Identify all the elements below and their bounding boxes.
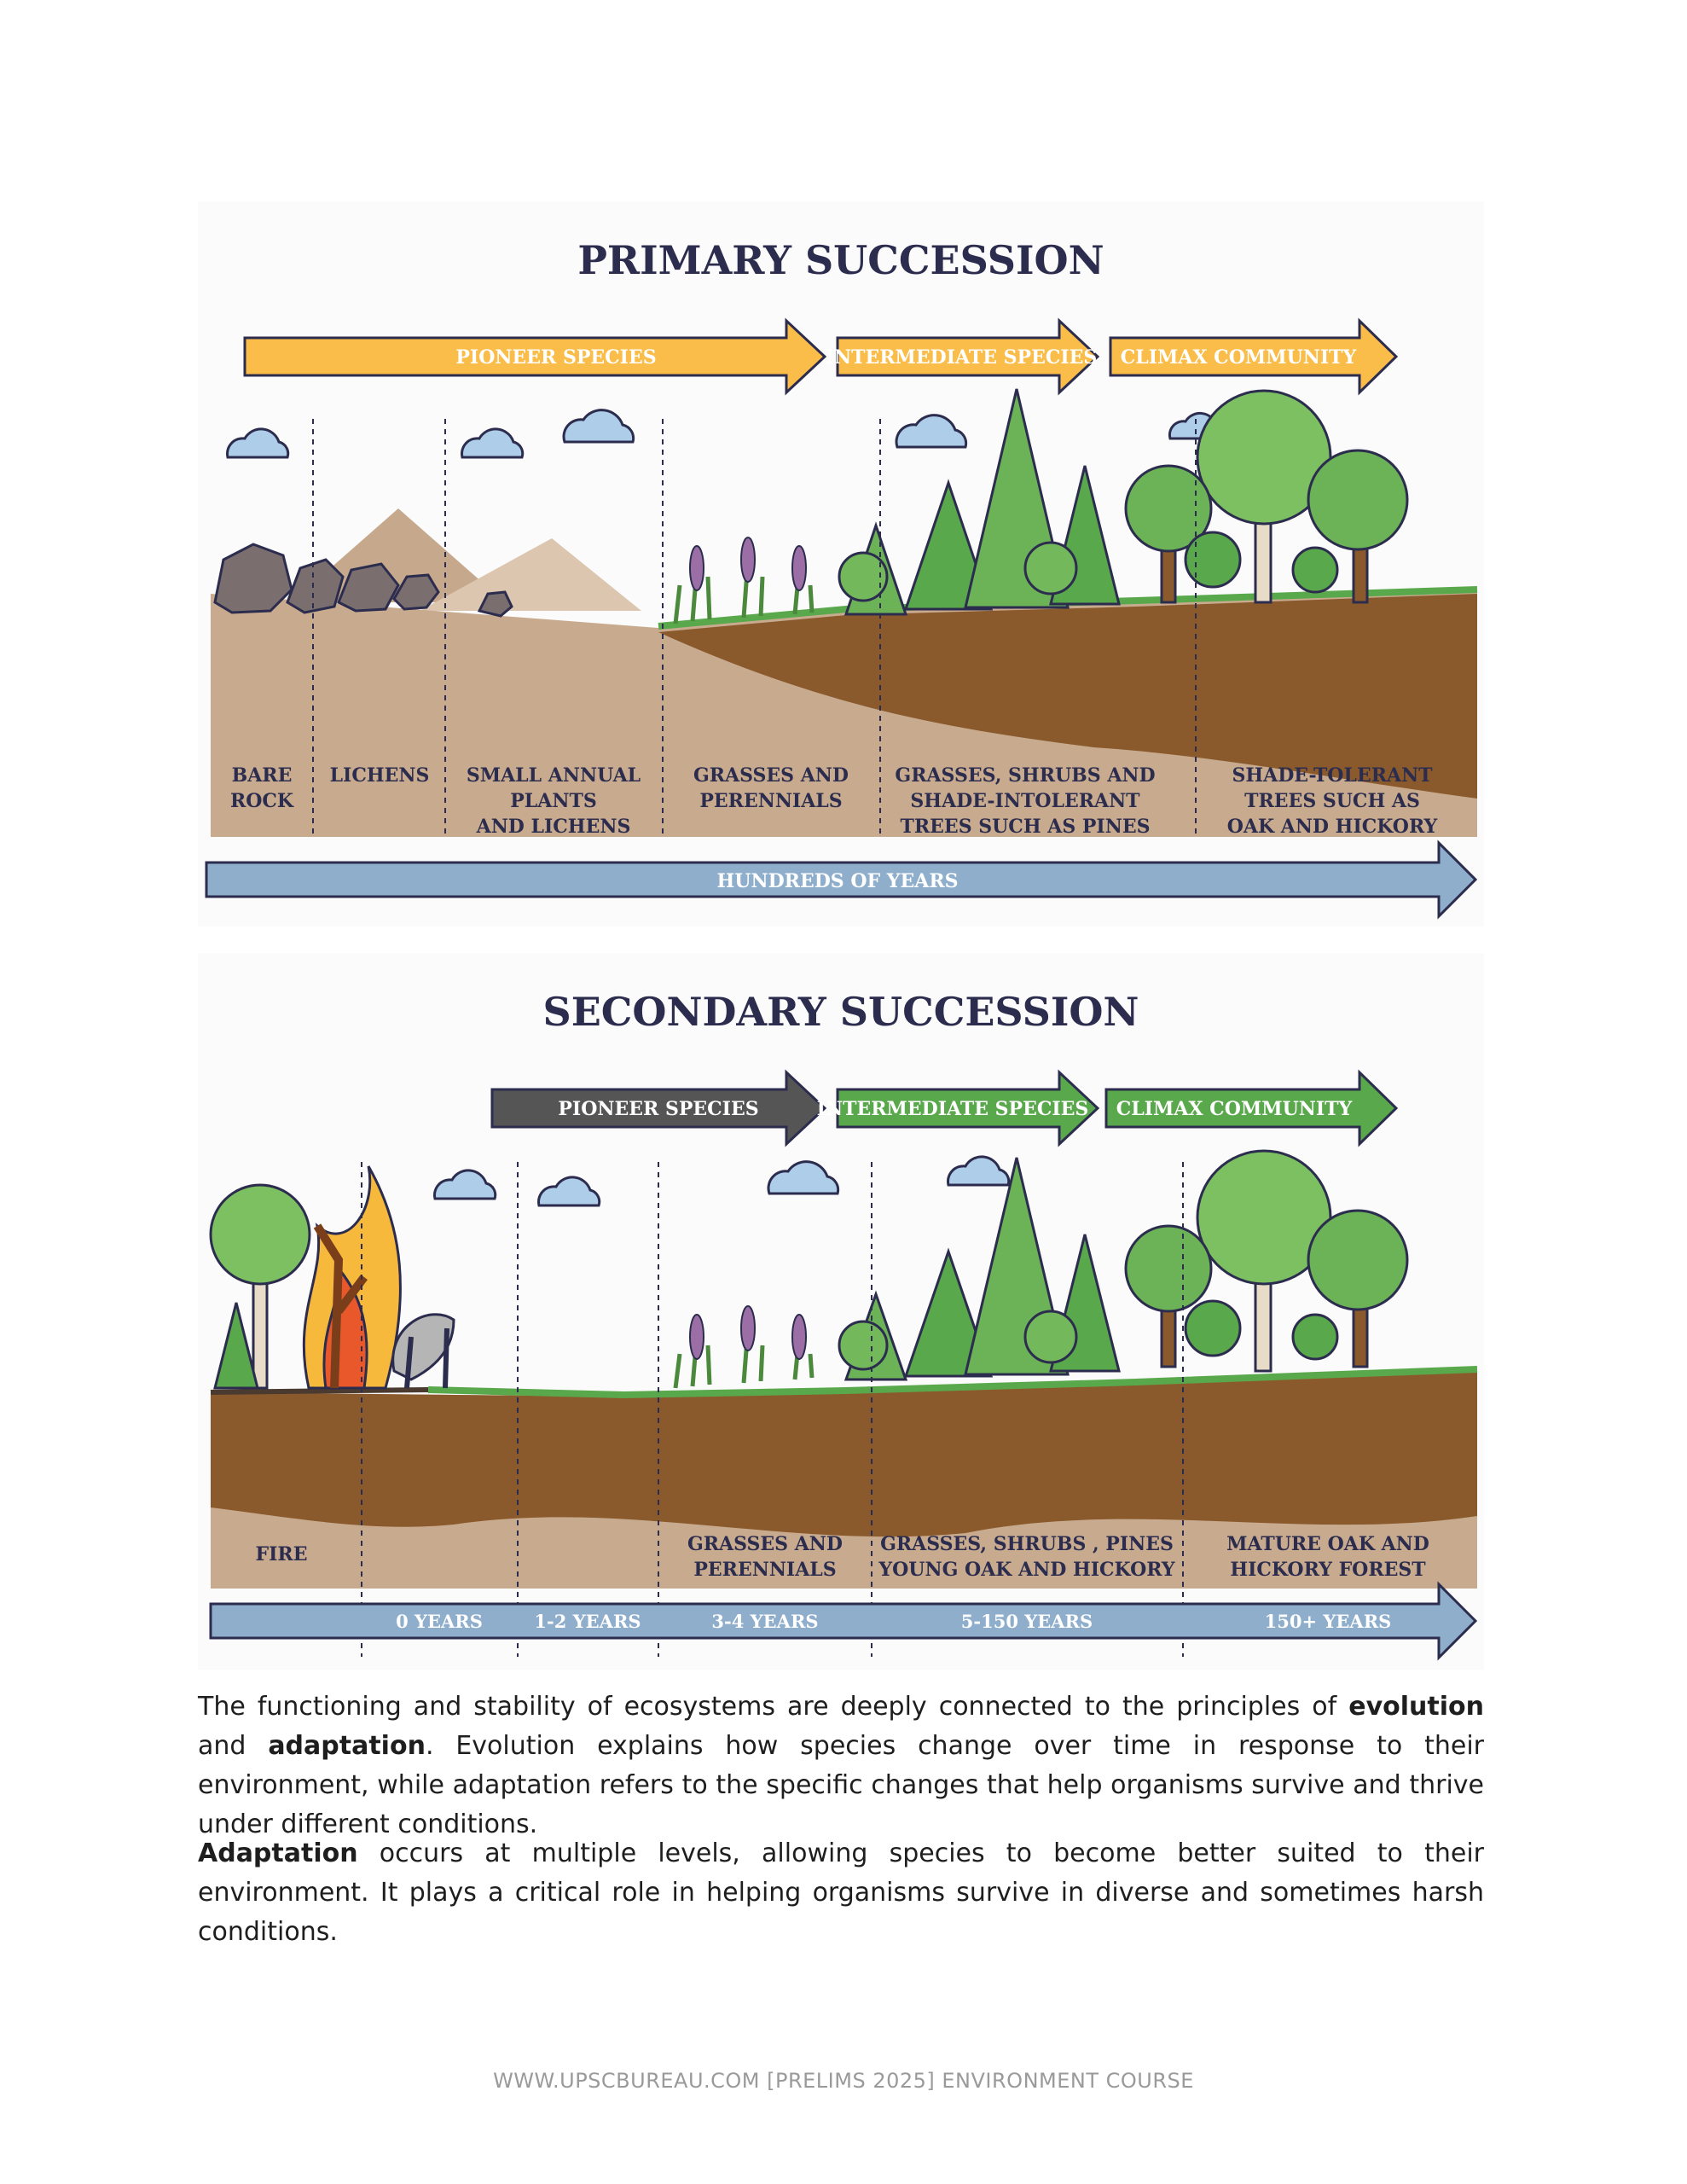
mountain <box>292 508 505 602</box>
bold-term: evolution <box>1348 1692 1484 1722</box>
svg-text:PIONEER SPECIES: PIONEER SPECIES <box>455 346 656 369</box>
timeline-label: 0 YEARS <box>396 1611 483 1632</box>
secondary-banner-climax: CLIMAX COMMUNITY <box>1104 1069 1399 1147</box>
text-run: . Evolution explains how species change … <box>198 1731 1484 1839</box>
burning-forest <box>209 1165 455 1390</box>
primary-banner-climax: CLIMAX COMMUNITY <box>1109 317 1399 396</box>
timeline-label: 3-4 YEARS <box>711 1611 818 1632</box>
timeline-label: 5-150 YEARS <box>961 1611 1093 1632</box>
stage-dividers <box>312 419 1197 837</box>
svg-text:CLIMAX COMMUNITY: CLIMAX COMMUNITY <box>1121 346 1357 369</box>
primary-clouds <box>226 409 1226 459</box>
grasses-perennials <box>673 537 815 624</box>
secondary-banner-pioneer: PIONEER SPECIES <box>490 1069 827 1147</box>
timeline-label: 150+ YEARS <box>1265 1611 1392 1632</box>
primary-stage-label: LICHENS <box>330 764 430 787</box>
body-paragraph: Adaptation occurs at multiple levels, al… <box>198 1834 1484 1952</box>
grass-line <box>427 1366 1478 1399</box>
body-paragraph: The functioning and stability of ecosyst… <box>198 1687 1484 1844</box>
soil-dark-layer <box>658 594 1477 799</box>
secondary-timeline-arrow: 0 YEARS 1-2 YEARS 3-4 YEARS 5-150 YEARS … <box>209 1581 1478 1661</box>
page-footer: WWW.UPSCBUREAU.COM [PRELIMS 2025] ENVIRO… <box>493 2069 1194 2093</box>
bold-term: Adaptation <box>198 1838 358 1868</box>
mountain <box>420 538 641 611</box>
secondary-stage-label: FIRE <box>256 1543 308 1565</box>
text-run: occurs at multiple levels, allowing spec… <box>198 1838 1484 1947</box>
svg-text:INTERMEDIATE SPECIES: INTERMEDIATE SPECIES <box>817 1098 1089 1120</box>
primary-timeline-arrow: HUNDREDS OF YEARS <box>205 839 1478 920</box>
timeline-label: 1-2 YEARS <box>534 1611 641 1632</box>
secondary-succession-illustration: SECONDARY SUCCESSION PIONEER SPECIES INT… <box>209 989 1478 1661</box>
pine-trees <box>838 1157 1121 1381</box>
pine-trees <box>838 388 1121 616</box>
primary-succession-figure: PRIMARY SUCCESSION PIONEER SPECIES INTER… <box>198 201 1484 926</box>
text-run: The functioning and stability of ecosyst… <box>198 1692 1349 1722</box>
primary-banner-intermediate: INTERMEDIATE SPECIES <box>826 317 1100 396</box>
svg-text:PIONEER SPECIES: PIONEER SPECIES <box>558 1098 758 1120</box>
grasses-perennials <box>673 1305 815 1389</box>
stage-dividers <box>361 1162 1184 1657</box>
secondary-succession-figure: SECONDARY SUCCESSION PIONEER SPECIES INT… <box>198 953 1484 1670</box>
deciduous-trees <box>1124 1149 1409 1373</box>
deciduous-trees <box>1124 389 1409 604</box>
svg-text:HUNDREDS OF YEARS: HUNDREDS OF YEARS <box>717 870 959 892</box>
primary-title: PRIMARY SUCCESSION <box>577 237 1104 283</box>
secondary-title: SECONDARY SUCCESSION <box>543 989 1139 1035</box>
svg-text:CLIMAX COMMUNITY: CLIMAX COMMUNITY <box>1116 1098 1353 1120</box>
secondary-banner-intermediate: INTERMEDIATE SPECIES <box>817 1069 1100 1147</box>
text-run: and <box>198 1731 269 1761</box>
secondary-clouds <box>433 1155 1011 1207</box>
bare-rocks <box>213 543 513 618</box>
primary-banner-pioneer: PIONEER SPECIES <box>243 317 827 396</box>
soil-dark-layer <box>211 1371 1477 1537</box>
primary-succession-illustration: PRIMARY SUCCESSION PIONEER SPECIES INTER… <box>205 237 1478 920</box>
svg-text:INTERMEDIATE SPECIES: INTERMEDIATE SPECIES <box>826 346 1098 369</box>
bold-term: adaptation <box>268 1731 426 1761</box>
